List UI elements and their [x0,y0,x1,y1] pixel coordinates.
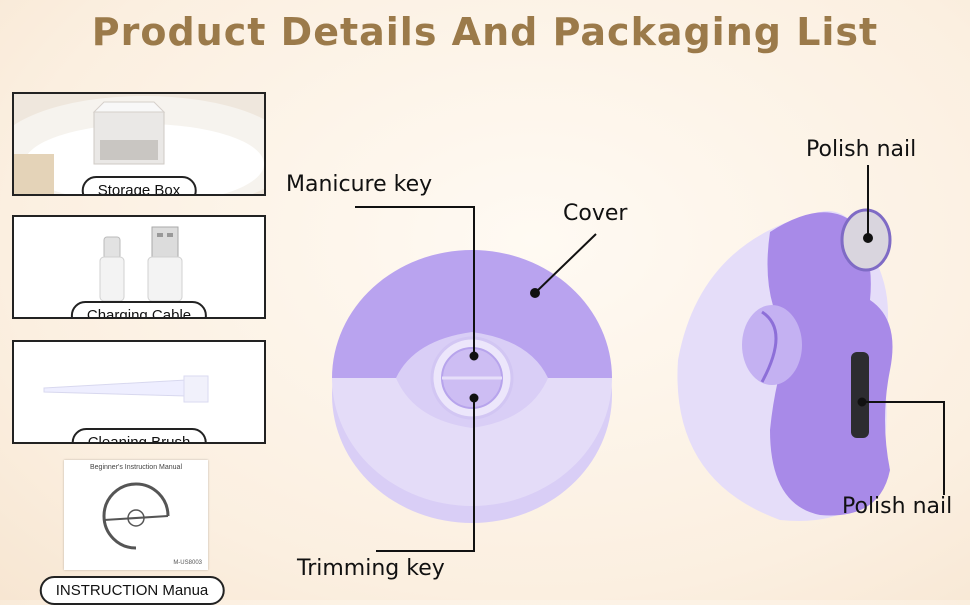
cover-line [534,233,597,294]
trimming-key-callout: Trimming key [297,556,445,581]
cover-callout: Cover [563,201,628,226]
polish-nail-top-callout: Polish nail [806,137,917,162]
manual-heading: Beginner's Instruction Manual [90,464,182,471]
device-front-view [332,250,612,523]
page-title: Product Details And Packaging List [91,10,879,54]
manicure-key-line [355,206,475,356]
charging-cable-panel: Charging Cable [12,215,266,319]
instruction-manual-image: Beginner's Instruction Manual M-US8003 [64,460,208,570]
device-side-view [677,208,893,522]
storage-box-panel: Storage Box [12,92,266,196]
manicure-key-callout: Manicure key [286,172,433,197]
storage-box-image [14,94,264,194]
polish-nail-bottom-callout: Polish nail [842,494,953,519]
cleaning-brush-panel: Cleaning Brush [12,340,266,444]
manual-illustration [102,482,170,550]
charging-cable-image [14,217,264,317]
storage-box-label: Storage Box [81,176,197,194]
manual-model: M-US8003 [173,560,202,566]
cleaning-brush-image [14,342,264,442]
trimming-key-line [376,398,475,552]
polish-nail-bottom-line [862,401,945,495]
